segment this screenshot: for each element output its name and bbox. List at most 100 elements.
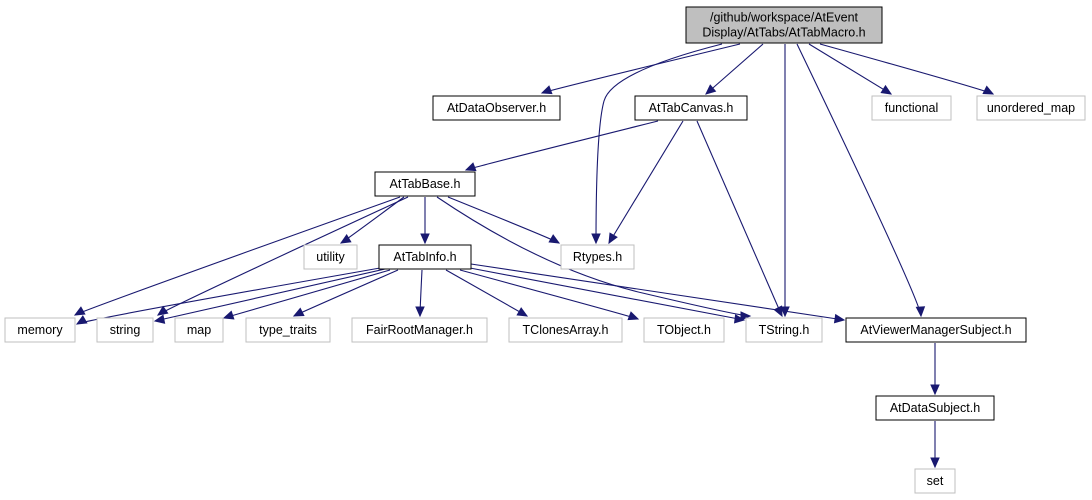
node-label: /github/workspace/AtEvent	[710, 11, 859, 25]
edge-attabinfo-to-tobject	[459, 269, 640, 321]
arrowhead-icon	[73, 306, 86, 316]
edge-line	[340, 196, 405, 244]
arrowhead-icon	[292, 307, 305, 317]
edge-attabbase-to-rtypes	[447, 196, 561, 244]
edge-line	[819, 43, 994, 95]
node-attabinfo[interactable]: AtTabInfo.h	[378, 244, 472, 270]
node-functional: functional	[871, 95, 952, 121]
edge-line	[154, 268, 386, 322]
node-label: AtTabCanvas.h	[649, 101, 734, 115]
edge-line	[696, 120, 783, 317]
node-label: set	[927, 474, 944, 488]
arrowhead-icon	[415, 306, 425, 318]
edge-attabcanvas-to-rtypes	[608, 120, 684, 245]
node-type_traits: type_traits	[245, 317, 331, 343]
arrowhead-icon	[548, 234, 561, 244]
edge-line	[465, 120, 659, 171]
edge-attabinfo-to-memory	[75, 267, 381, 325]
edge-line	[796, 43, 922, 317]
node-label: type_traits	[259, 323, 317, 337]
edge-line	[469, 267, 745, 321]
edge-attabinfo-to-tstring	[469, 267, 746, 324]
node-label: map	[187, 323, 211, 337]
node-box	[432, 95, 561, 121]
edge-line	[223, 269, 391, 319]
edge-line	[157, 196, 409, 316]
node-box	[634, 95, 748, 121]
arrowhead-icon	[930, 384, 940, 396]
edge-attabbase-to-attabinfo	[420, 197, 430, 245]
edge-attabbase-to-memory	[73, 196, 401, 316]
node-box	[643, 317, 725, 343]
arrowhead-icon	[880, 84, 893, 95]
arrowhead-icon	[464, 162, 477, 172]
node-box	[508, 317, 623, 343]
node-label: unordered_map	[987, 101, 1075, 115]
node-box	[378, 244, 472, 270]
node-box	[745, 317, 823, 343]
node-attabbase[interactable]: AtTabBase.h	[374, 171, 476, 197]
node-map: map	[174, 317, 224, 343]
arrowhead-icon	[930, 457, 940, 469]
edge-root-to-atdataobserver	[540, 43, 741, 95]
node-label: TObject.h	[657, 323, 711, 337]
node-root[interactable]: /github/workspace/AtEventDisplay/AtTabs/…	[685, 6, 883, 44]
node-memory: memory	[4, 317, 76, 343]
node-attabcanvas[interactable]: AtTabCanvas.h	[634, 95, 748, 121]
node-tclonesarray: TClonesArray.h	[508, 317, 623, 343]
arrowhead-icon	[339, 234, 352, 244]
node-label: FairRootManager.h	[366, 323, 473, 337]
node-box	[560, 244, 635, 270]
node-box	[245, 317, 331, 343]
node-label: functional	[885, 101, 939, 115]
node-box	[96, 317, 154, 343]
arrowhead-icon	[608, 232, 618, 245]
node-box	[914, 468, 956, 494]
node-box	[374, 171, 476, 197]
node-label: AtTabBase.h	[390, 177, 461, 191]
node-box	[685, 6, 883, 44]
arrowhead-icon	[516, 307, 529, 317]
edge-root-to-atviewermanagersubject	[796, 43, 926, 318]
arrowhead-icon	[222, 310, 235, 320]
edge-attabinfo-to-string	[153, 268, 386, 324]
node-atdataobserver[interactable]: AtDataObserver.h	[432, 95, 561, 121]
arrowhead-icon	[982, 85, 995, 95]
edge-attabinfo-to-atviewermanagersubject	[470, 263, 846, 324]
node-label: memory	[17, 323, 63, 337]
edge-line	[595, 43, 723, 244]
node-tobject: TObject.h	[643, 317, 725, 343]
node-box	[174, 317, 224, 343]
arrowhead-icon	[915, 306, 926, 318]
edge-root-to-functional	[808, 43, 893, 95]
arrowhead-icon	[705, 84, 717, 95]
node-unordered_map: unordered_map	[976, 95, 1086, 121]
node-label: AtDataObserver.h	[447, 101, 546, 115]
edge-attabinfo-to-type_traits	[292, 269, 399, 317]
edge-attabinfo-to-map	[222, 269, 391, 320]
node-label: AtViewerManagerSubject.h	[860, 323, 1011, 337]
node-atdatasubject[interactable]: AtDataSubject.h	[875, 395, 995, 421]
node-box	[845, 317, 1027, 343]
node-set: set	[914, 468, 956, 494]
node-box	[4, 317, 76, 343]
node-label: Rtypes.h	[573, 250, 622, 264]
node-label: TString.h	[759, 323, 810, 337]
edge-root-to-unordered_map	[819, 43, 995, 95]
node-label: Display/AtTabs/AtTabMacro.h	[702, 26, 865, 40]
node-utility: utility	[303, 244, 358, 270]
arrowhead-icon	[591, 233, 601, 245]
nodes-layer: /github/workspace/AtEventDisplay/AtTabs/…	[4, 6, 1086, 494]
edge-attabcanvas-to-attabbase	[464, 120, 659, 172]
node-label: utility	[316, 250, 345, 264]
edge-attabcanvas-to-tstring	[696, 120, 783, 318]
arrowhead-icon	[733, 314, 746, 324]
edge-attabbase-to-string	[156, 196, 409, 316]
node-string: string	[96, 317, 154, 343]
arrowhead-icon	[627, 311, 640, 321]
arrowhead-icon	[75, 315, 88, 325]
edge-line	[447, 196, 560, 244]
node-atviewermanagersubject[interactable]: AtViewerManagerSubject.h	[845, 317, 1027, 343]
edge-atdatasubject-to-set	[930, 421, 940, 469]
